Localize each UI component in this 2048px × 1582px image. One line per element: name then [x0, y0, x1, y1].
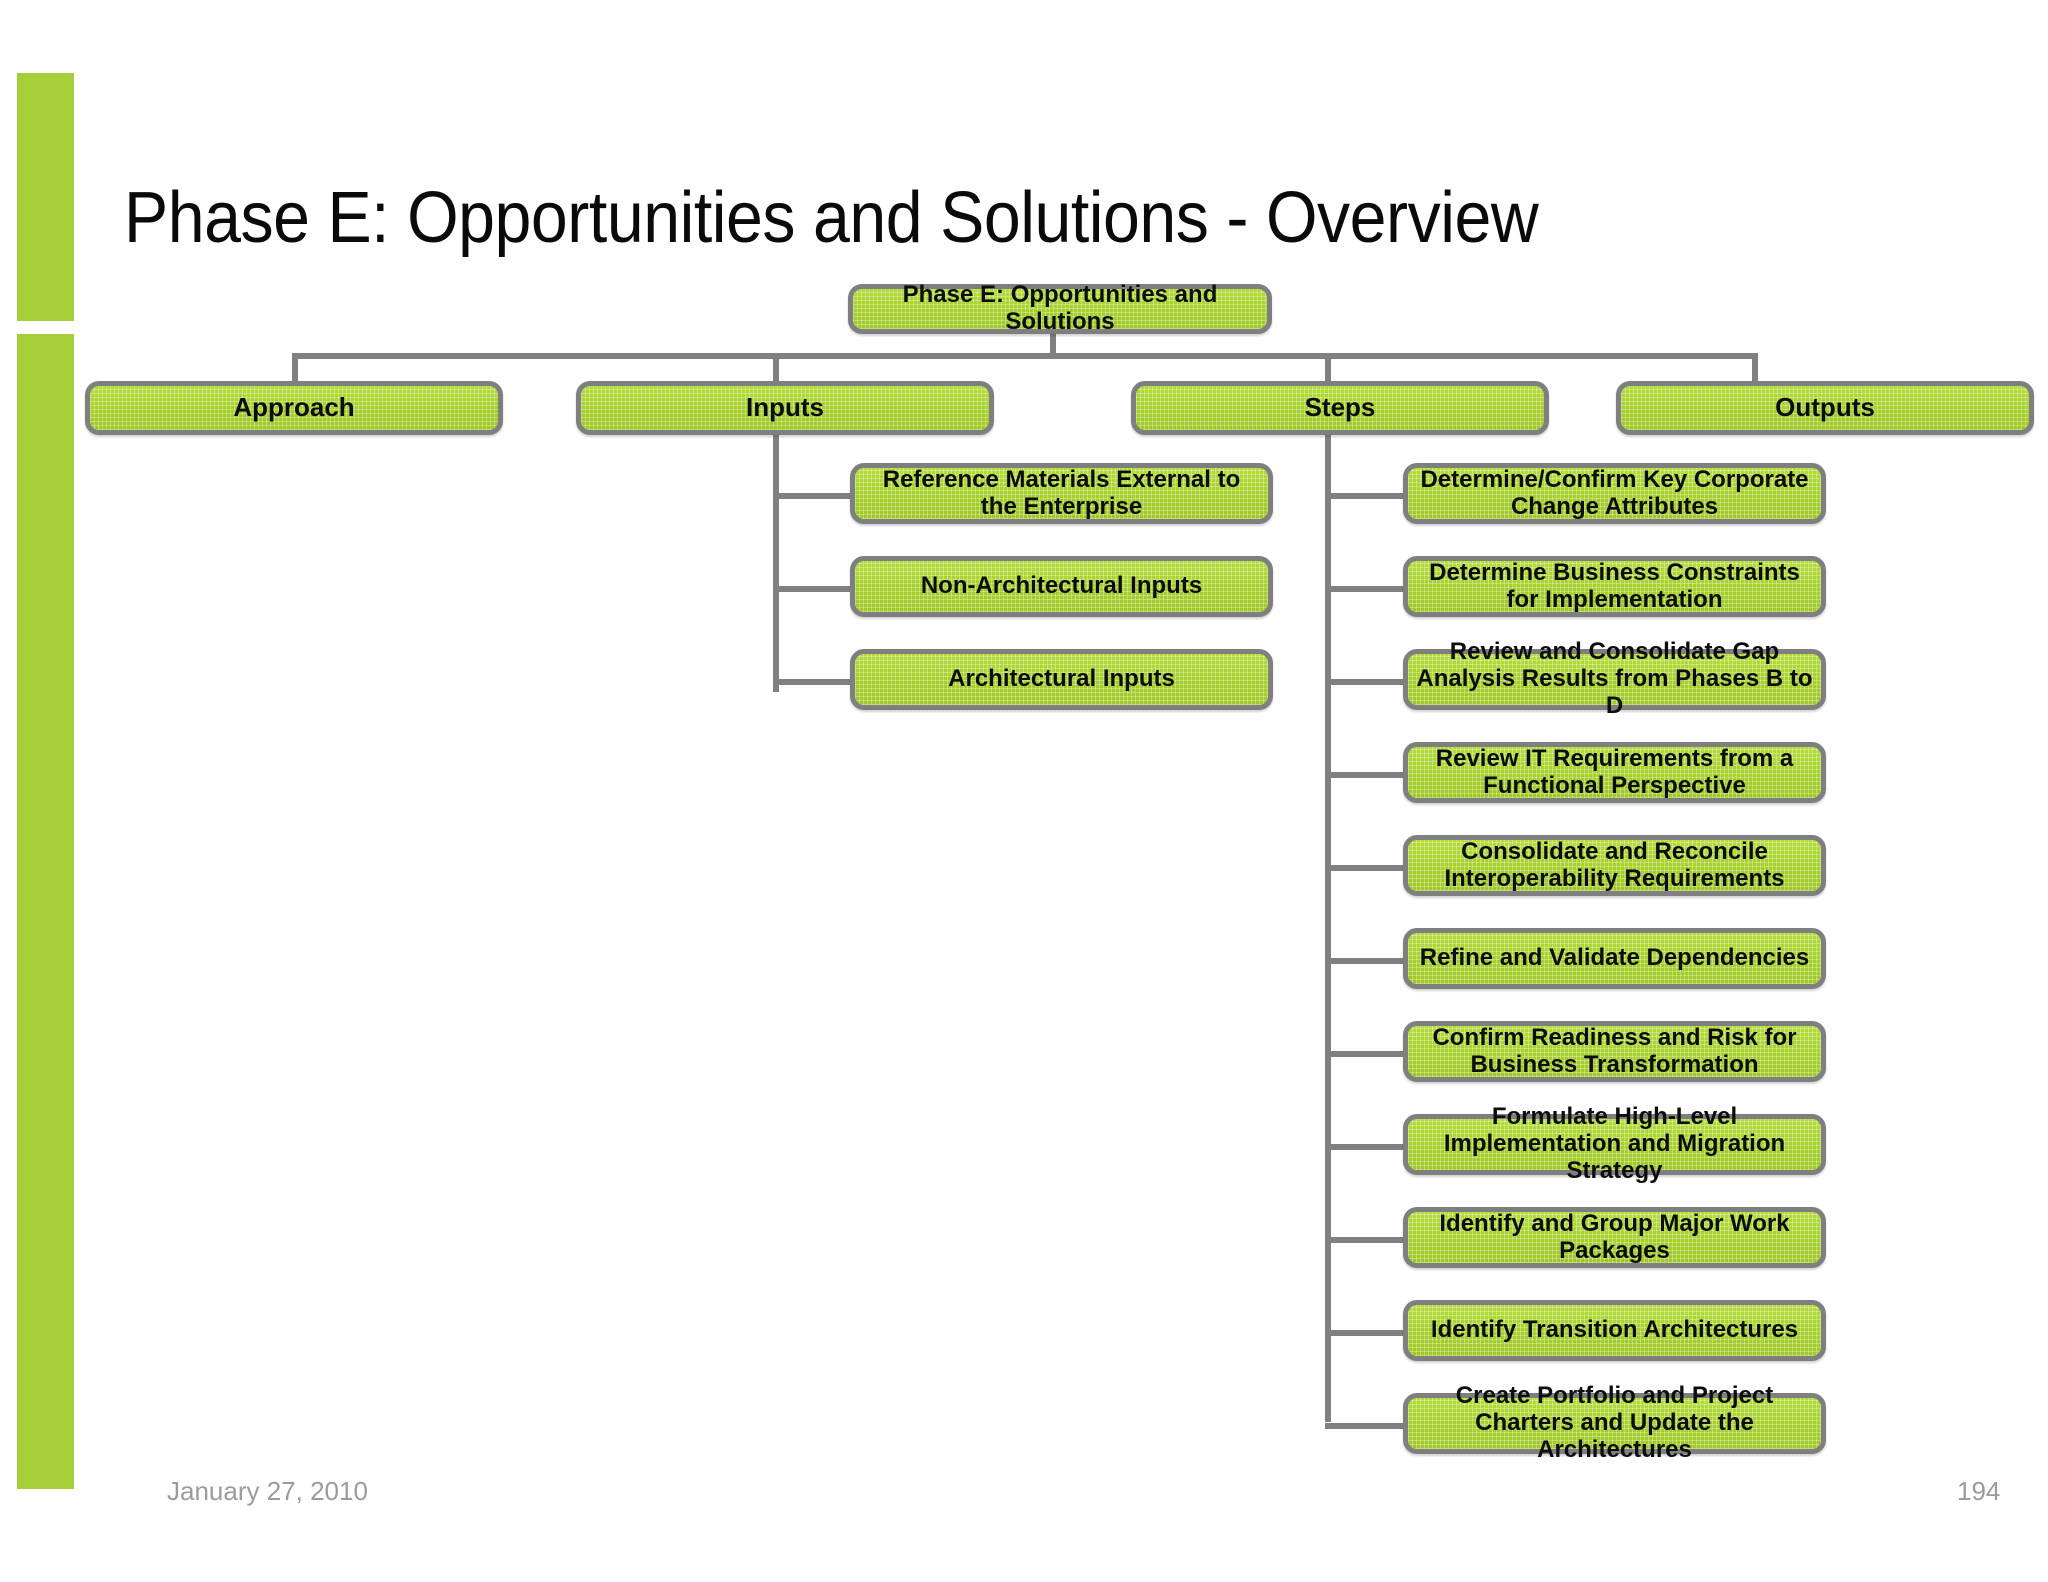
node-step-identify-transition-architectures[interactable]: Identify Transition Architectures	[1403, 1300, 1826, 1361]
connector-branch-inputs-1	[773, 493, 850, 499]
page-title: Phase E: Opportunities and Solutions - O…	[124, 178, 1539, 258]
connector-root-stem	[1050, 330, 1056, 356]
connector-branch-steps-6	[1325, 958, 1403, 964]
connector-branch-steps-11	[1325, 1423, 1403, 1429]
node-inputs[interactable]: Inputs	[576, 381, 994, 435]
node-label: Formulate High-Level Implementation and …	[1443, 1103, 1786, 1184]
node-step-confirm-readiness-risk[interactable]: Confirm Readiness and Risk for Business …	[1403, 1021, 1826, 1082]
connector-branch-steps-9	[1325, 1237, 1403, 1243]
node-label: Phase E: Opportunities and Solutions	[902, 281, 1218, 335]
node-step-gap-analysis[interactable]: Review and Consolidate Gap Analysis Resu…	[1403, 638, 1826, 719]
footer-page-number: 194	[1957, 1476, 2001, 1506]
node-label: Approach	[233, 392, 355, 423]
node-label: Determine/Confirm Key Corporate Change A…	[1420, 465, 1809, 520]
connector-level1-bus	[292, 353, 1758, 359]
footer-date: January 27, 2010	[167, 1476, 368, 1506]
node-steps[interactable]: Steps	[1131, 381, 1549, 435]
node-input-non-architectural[interactable]: Non-Architectural Inputs	[850, 556, 1273, 617]
node-step-refine-validate-dependencies[interactable]: Refine and Validate Dependencies	[1403, 928, 1826, 989]
node-label: Architectural Inputs	[948, 665, 1175, 693]
connector-branch-steps-4	[1325, 772, 1403, 778]
node-step-review-it-requirements[interactable]: Review IT Requirements from a Functional…	[1403, 742, 1826, 803]
node-step-interoperability-requirements[interactable]: Consolidate and Reconcile Interoperabili…	[1403, 835, 1826, 896]
node-step-formulate-migration-strategy[interactable]: Formulate High-Level Implementation and …	[1403, 1103, 1826, 1184]
connector-branch-steps-1	[1325, 493, 1403, 499]
node-label: Consolidate and Reconcile Interoperabili…	[1444, 837, 1785, 892]
connector-branch-steps-7	[1325, 1051, 1403, 1057]
connector-trunk-steps	[1325, 428, 1331, 1422]
connector-branch-steps-8	[1325, 1144, 1403, 1150]
node-label: Steps	[1304, 392, 1376, 423]
connector-drop-approach	[292, 353, 298, 383]
connector-branch-inputs-3	[773, 679, 850, 685]
node-label: Review IT Requirements from a Functional…	[1435, 744, 1794, 799]
connector-drop-steps	[1325, 353, 1331, 383]
connector-trunk-inputs	[773, 428, 779, 692]
connector-drop-outputs	[1752, 353, 1758, 383]
node-root-phase-e[interactable]: Phase E: Opportunities and Solutions	[848, 281, 1272, 335]
connector-branch-steps-5	[1325, 865, 1403, 871]
accent-bar-main	[17, 334, 74, 1489]
node-label: Identify Transition Architectures	[1430, 1316, 1799, 1344]
node-label: Identify and Group Major Work Packages	[1439, 1209, 1790, 1264]
accent-bar-top	[17, 73, 74, 321]
node-label: Create Portfolio and Project Charters an…	[1455, 1382, 1774, 1463]
connector-branch-steps-3	[1325, 679, 1403, 685]
connector-branch-inputs-2	[773, 586, 850, 592]
node-label: Reference Materials External to the Ente…	[882, 465, 1241, 520]
node-label: Determine Business Constraints for Imple…	[1429, 558, 1800, 613]
connector-branch-steps-10	[1325, 1330, 1403, 1336]
node-label: Inputs	[746, 392, 824, 423]
node-label: Non-Architectural Inputs	[920, 572, 1203, 600]
node-step-determine-change-attributes[interactable]: Determine/Confirm Key Corporate Change A…	[1403, 463, 1826, 524]
node-step-create-portfolio-charters[interactable]: Create Portfolio and Project Charters an…	[1403, 1382, 1826, 1463]
connector-branch-steps-2	[1325, 586, 1403, 592]
node-step-business-constraints[interactable]: Determine Business Constraints for Imple…	[1403, 556, 1826, 617]
node-input-architectural[interactable]: Architectural Inputs	[850, 649, 1273, 710]
node-label: Refine and Validate Dependencies	[1419, 944, 1810, 972]
node-outputs[interactable]: Outputs	[1616, 381, 2034, 435]
connector-drop-inputs	[773, 353, 779, 383]
node-approach[interactable]: Approach	[85, 381, 503, 435]
node-step-identify-work-packages[interactable]: Identify and Group Major Work Packages	[1403, 1207, 1826, 1268]
node-label: Confirm Readiness and Risk for Business …	[1432, 1023, 1797, 1078]
node-label: Outputs	[1775, 392, 1875, 423]
node-input-reference-materials[interactable]: Reference Materials External to the Ente…	[850, 463, 1273, 524]
node-label: Review and Consolidate Gap Analysis Resu…	[1416, 638, 1813, 719]
